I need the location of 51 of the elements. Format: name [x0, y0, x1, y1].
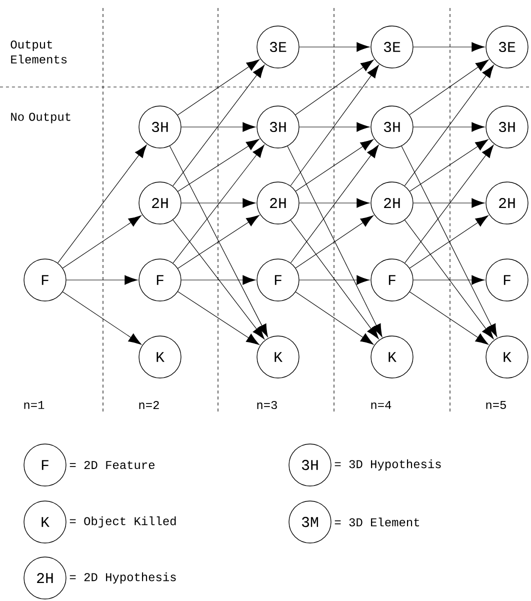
step-label: n=3 [257, 400, 277, 410]
arrow [181, 275, 256, 285]
arrow [172, 220, 265, 340]
step-label: n=2 [139, 401, 159, 409]
arrow [169, 146, 268, 338]
arrow [62, 215, 142, 268]
arrow [409, 215, 488, 268]
legend-text: = 2D Feature [70, 460, 154, 470]
arrow [299, 42, 370, 52]
arrow [66, 275, 138, 285]
arrow [401, 146, 498, 338]
legend-text: = 3D Hypothesis [334, 459, 441, 471]
arrow [413, 42, 485, 52]
region-label: No Output [11, 112, 70, 124]
arrow [299, 275, 370, 285]
arrow [178, 138, 260, 192]
arrow [413, 198, 485, 208]
step-label: n=5 [486, 401, 506, 409]
arrow [404, 64, 494, 186]
legend-text: = 2D Hypothesis [70, 572, 176, 584]
arrow [181, 198, 256, 208]
arrow [404, 220, 494, 340]
legend-text: = 3D Element [334, 518, 420, 526]
arrow [404, 144, 494, 264]
arrow [287, 146, 382, 337]
arrow [290, 220, 379, 340]
arrow [295, 139, 374, 192]
arrow [299, 198, 370, 208]
step-label: n=4 [371, 401, 392, 409]
arrow [409, 292, 488, 345]
step-label: n=1 [24, 401, 44, 409]
arrow [181, 122, 256, 132]
arrow [290, 144, 379, 264]
arrow [413, 122, 485, 132]
arrow [299, 122, 370, 132]
arrow [178, 291, 260, 345]
arrow [290, 64, 379, 186]
arrow [410, 139, 488, 192]
arrow [178, 215, 260, 269]
arrow [172, 64, 265, 186]
arrow [409, 60, 489, 116]
arrow [62, 292, 142, 345]
arrow [177, 59, 260, 116]
arrow [413, 275, 485, 285]
legend-text: = Object Killed [70, 516, 176, 528]
arrow [295, 292, 374, 345]
arrow [172, 144, 264, 264]
arrow [295, 60, 374, 116]
arrow [295, 215, 374, 268]
arrow [58, 144, 147, 264]
region-label: Output Elements [10, 40, 67, 64]
